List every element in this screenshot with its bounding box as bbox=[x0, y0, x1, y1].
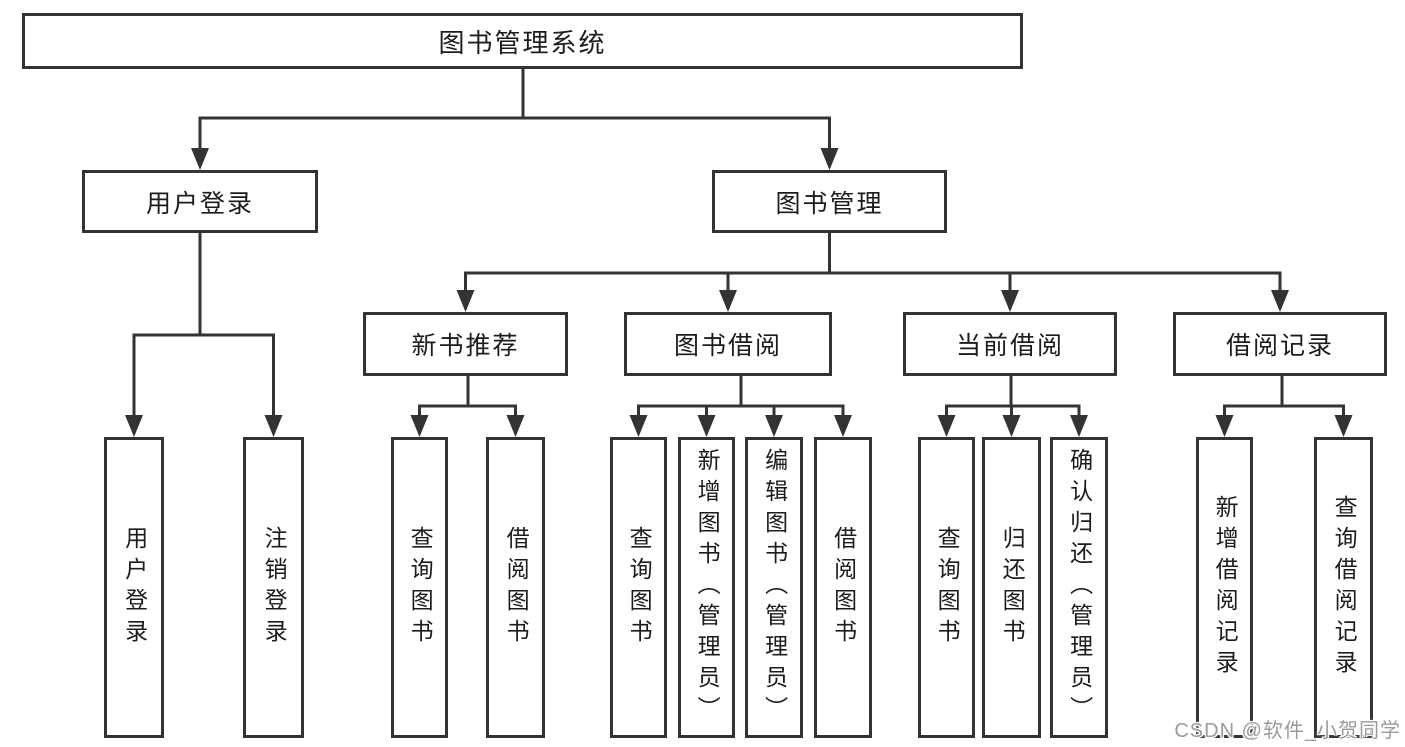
node-leaf-confirm-return-admin: 确认归还（管理员） bbox=[1050, 437, 1108, 738]
node-leaf-query-book-1: 查询图书 bbox=[391, 437, 448, 738]
node-leaf-add-book-admin: 新增图书（管理员） bbox=[678, 437, 735, 738]
node-leaf-add-borrow-record: 新增借阅记录 bbox=[1196, 437, 1253, 738]
leaf-label: 新增借阅记录 bbox=[1212, 494, 1239, 681]
leaf-label: 查询借阅记录 bbox=[1331, 494, 1358, 681]
leaf-label: 编辑图书（管理员） bbox=[761, 448, 788, 727]
leaf-label: 查询图书 bbox=[626, 525, 653, 650]
leaf-label: 借阅图书 bbox=[503, 525, 530, 650]
node-book-borrowing: 图书借阅 bbox=[624, 312, 832, 376]
node-leaf-borrow-book-2: 借阅图书 bbox=[814, 437, 872, 738]
node-leaf-query-book-3: 查询图书 bbox=[918, 437, 975, 738]
node-leaf-edit-book-admin: 编辑图书（管理员） bbox=[745, 437, 803, 738]
node-borrowing-records: 借阅记录 bbox=[1173, 312, 1387, 376]
node-leaf-query-borrow-record: 查询借阅记录 bbox=[1314, 437, 1373, 738]
node-current-borrowing: 当前借阅 bbox=[903, 312, 1117, 376]
node-root: 图书管理系统 bbox=[22, 13, 1023, 69]
node-leaf-return-book: 归还图书 bbox=[982, 437, 1041, 738]
csdn-watermark: CSDN @软件_小贺同学 bbox=[1174, 720, 1401, 742]
node-new-book-recommend: 新书推荐 bbox=[363, 312, 568, 376]
node-leaf-logout: 注销登录 bbox=[243, 437, 304, 738]
leaf-label: 注销登录 bbox=[261, 525, 288, 650]
node-leaf-borrow-book-1: 借阅图书 bbox=[486, 437, 545, 738]
node-leaf-query-book-2: 查询图书 bbox=[610, 437, 667, 738]
leaf-label: 新增图书（管理员） bbox=[694, 448, 721, 727]
leaf-label: 借阅图书 bbox=[830, 525, 857, 650]
leaf-label: 确认归还（管理员） bbox=[1066, 448, 1093, 727]
leaf-label: 用户登录 bbox=[121, 525, 148, 650]
node-user-login: 用户登录 bbox=[82, 170, 318, 233]
leaf-label: 查询图书 bbox=[934, 525, 961, 650]
leaf-label: 归还图书 bbox=[999, 525, 1026, 650]
node-leaf-user-login: 用户登录 bbox=[104, 437, 164, 738]
leaf-label: 查询图书 bbox=[407, 525, 434, 650]
node-book-management: 图书管理 bbox=[712, 170, 947, 233]
